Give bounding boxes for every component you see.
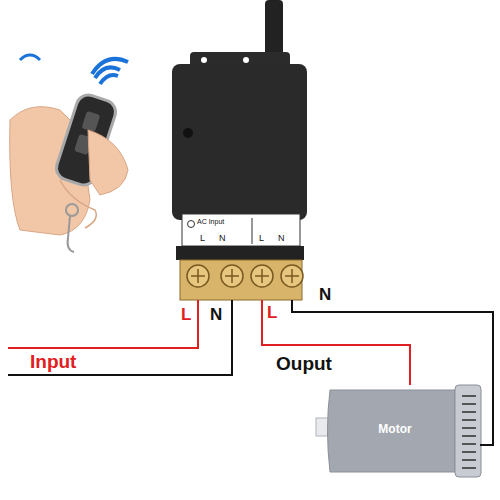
terminal-block bbox=[176, 246, 304, 260]
remote-hand bbox=[10, 55, 128, 252]
wire-label: L bbox=[266, 304, 278, 321]
relay-module: AC InputL N L N bbox=[172, 60, 307, 300]
relay-housing bbox=[172, 64, 307, 220]
indicator-led bbox=[183, 128, 193, 138]
terminal-label: N bbox=[278, 234, 285, 244]
label-strip bbox=[182, 214, 300, 246]
wire-label: L bbox=[181, 306, 191, 323]
output-label: Ouput bbox=[276, 354, 332, 373]
input-live-wire bbox=[8, 300, 198, 348]
terminal-label: N bbox=[219, 234, 226, 244]
input-label: AC Input bbox=[197, 218, 224, 226]
terminal-label: L bbox=[200, 234, 205, 244]
motor-box: Motor bbox=[325, 385, 480, 475]
terminal-screws bbox=[187, 265, 303, 287]
input-label: Input bbox=[30, 352, 76, 371]
motor bbox=[316, 385, 481, 477]
terminal-label: L bbox=[259, 234, 264, 244]
input-neutral-wire bbox=[8, 300, 232, 375]
wire-label: N bbox=[210, 306, 222, 323]
wire-label: N bbox=[318, 286, 332, 303]
motor-label: Motor bbox=[378, 423, 411, 436]
